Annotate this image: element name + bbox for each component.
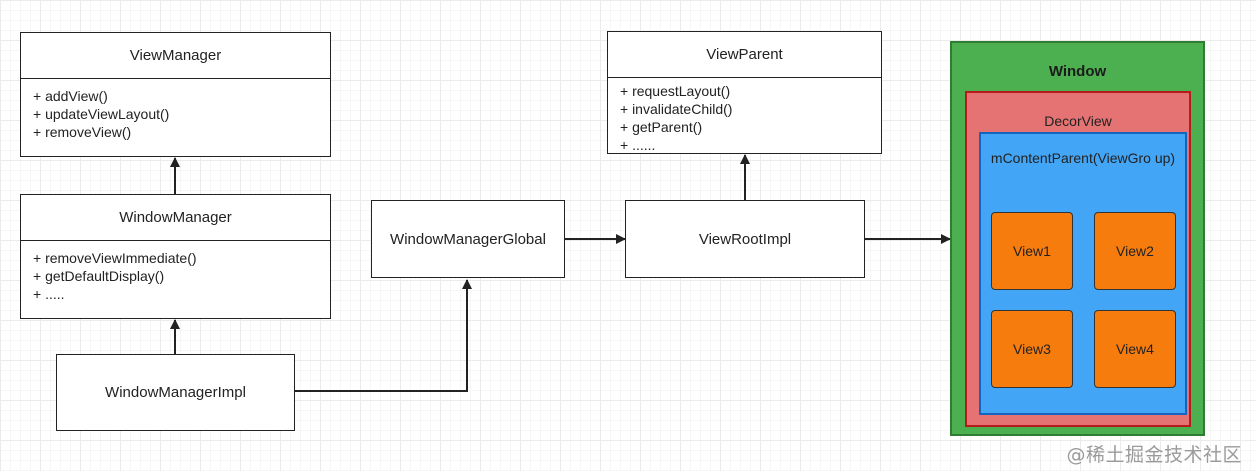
contentparent-container: mContentParent(ViewGro up) View1 View2 V… — [979, 132, 1187, 415]
viewparent-member: + ...... — [620, 137, 656, 153]
windowmanager-members: + removeViewImmediate() + getDefaultDisp… — [21, 241, 330, 303]
window-container: Window DecorView mContentParent(ViewGro … — [950, 41, 1205, 436]
viewparent-members: + requestLayout() + invalidateChild() + … — [608, 78, 881, 154]
view4-box: View4 — [1094, 310, 1176, 388]
viewrootimpl-label: ViewRootImpl — [698, 230, 792, 248]
decorview-title: DecorView — [1044, 113, 1112, 129]
view2-box: View2 — [1094, 212, 1176, 290]
windowmanagerimpl-label: WindowManagerImpl — [105, 384, 246, 401]
arrow-impl-to-global — [295, 279, 472, 392]
view1-box: View1 — [991, 212, 1073, 290]
windowmanager-class: WindowManager + removeViewImmediate() + … — [20, 194, 331, 319]
viewparent-member: + getParent() — [620, 119, 703, 135]
decorview-container: DecorView mContentParent(ViewGro up) Vie… — [965, 91, 1191, 427]
view3-box: View3 — [991, 310, 1073, 388]
windowmanager-member: + ..... — [33, 286, 65, 302]
windowmanager-member: + removeViewImmediate() — [33, 250, 197, 266]
windowmanager-title: WindowManager — [21, 195, 330, 241]
contentparent-title: mContentParent(ViewGro up) — [990, 150, 1176, 166]
window-title: Window — [1048, 63, 1107, 80]
windowmanagerglobal-box: WindowManagerGlobal — [371, 200, 565, 278]
windowmanagerglobal-label: WindowManagerGlobal — [390, 230, 546, 248]
viewrootimpl-box: ViewRootImpl — [625, 200, 865, 278]
viewparent-member: + requestLayout() — [620, 83, 731, 99]
viewmanager-class: ViewManager + addView() + updateViewLayo… — [20, 32, 331, 157]
view3-label: View3 — [1013, 341, 1051, 357]
viewmanager-members: + addView() + updateViewLayout() + remov… — [21, 79, 330, 141]
viewmanager-member: + updateViewLayout() — [33, 106, 170, 122]
windowmanagerimpl-box: WindowManagerImpl — [56, 354, 295, 431]
view1-label: View1 — [1013, 243, 1051, 259]
viewparent-title: ViewParent — [608, 32, 881, 78]
watermark-text: @稀土掘金技术社区 — [1066, 444, 1242, 466]
viewparent-class: ViewParent + requestLayout() + invalidat… — [607, 31, 882, 154]
viewparent-member: + invalidateChild() — [620, 101, 733, 117]
view4-label: View4 — [1116, 341, 1154, 357]
viewmanager-member: + addView() — [33, 88, 108, 104]
viewmanager-title: ViewManager — [21, 33, 330, 79]
view2-label: View2 — [1116, 243, 1154, 259]
windowmanager-member: + getDefaultDisplay() — [33, 268, 165, 284]
viewmanager-member: + removeView() — [33, 124, 132, 140]
